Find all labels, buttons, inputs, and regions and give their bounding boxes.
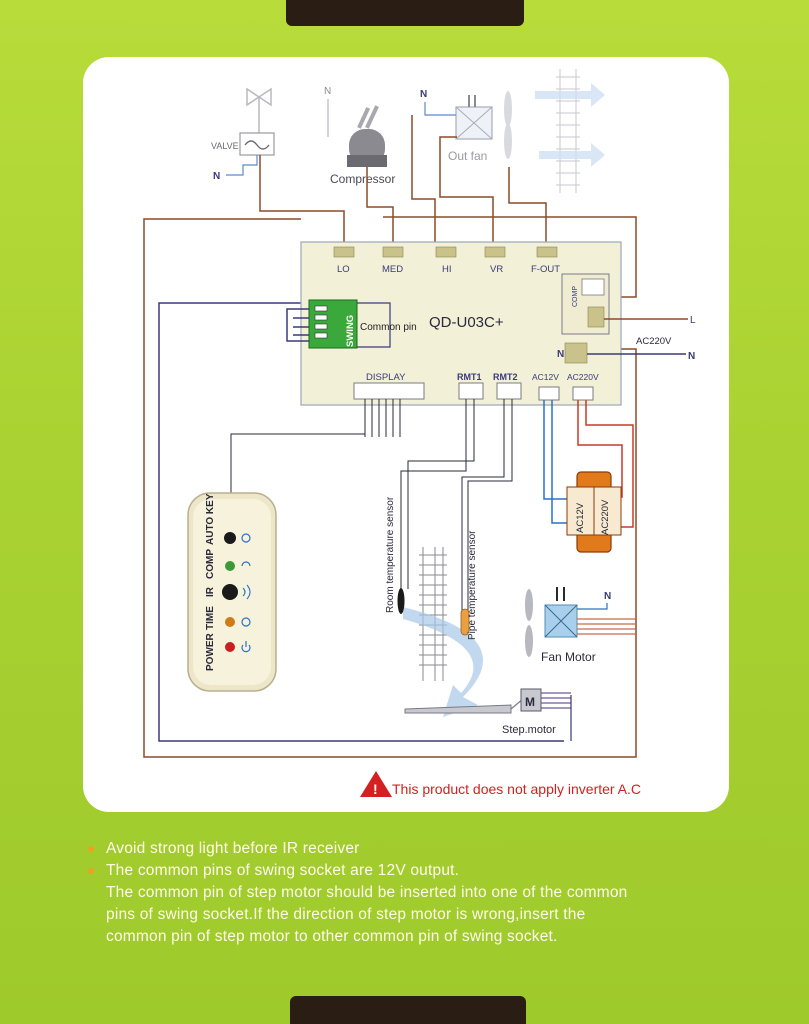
ir-icon: [242, 584, 251, 600]
airflow-arrow-bottom: [539, 143, 605, 167]
relay-label-vr: VR: [490, 264, 503, 275]
ac12v-connector: [538, 386, 560, 401]
ac12v-connector-label: AC12V: [532, 372, 559, 382]
airflow-arrow-top: [535, 83, 605, 107]
power-l-label: L: [690, 315, 696, 326]
comp-icon: [241, 561, 251, 567]
board-model-label: QD-U03C+: [429, 314, 504, 331]
fan-motor-label: Fan Motor: [541, 650, 596, 664]
transformer-ac12v-label: AC12V: [575, 502, 586, 533]
comp-label: COMP: [572, 286, 579, 307]
warning-icon: [360, 771, 392, 797]
ir-receiver: [222, 584, 238, 600]
display-label-comp: COMP: [205, 549, 216, 579]
wiring-diagram: VALVE N Compressor N Out fan N: [143, 69, 696, 797]
room-sensor-probe: [397, 588, 405, 614]
ac220v-connector: [572, 386, 594, 401]
display-connector-label: DISPLAY: [366, 372, 406, 383]
relay-label-hi: HI: [442, 264, 452, 275]
rmt2-connector: [496, 382, 522, 400]
condenser-coil-icon: [556, 69, 580, 193]
auto-key-button: [224, 532, 236, 544]
pipe-sensor-label: Pipe temperature sensor: [467, 530, 478, 640]
display-label-ir: IR: [205, 586, 216, 597]
common-pin-label: Common pin: [360, 322, 417, 333]
room-sensor-label: Room temperature sensor: [385, 496, 396, 613]
note-2-line-3: pins of swing socket.If the direction of…: [106, 906, 586, 923]
box-flap-bottom: [290, 996, 526, 1024]
valve-icon: [239, 87, 275, 156]
power-icon: [241, 641, 251, 653]
clock-icon: [241, 617, 251, 627]
relay-label-med: MED: [382, 264, 403, 275]
note-2-line-4: common pin of step motor to other common…: [106, 928, 558, 945]
display-label-auto-key: AUTO KEY: [205, 493, 216, 545]
out-fan-label: Out fan: [448, 149, 487, 163]
note-2-line-2: The common pin of step motor should be i…: [106, 884, 628, 901]
display-label-time: TIME: [205, 606, 216, 630]
transformer-ac220v-label: AC220V: [600, 499, 611, 535]
out-fan-icon: [455, 91, 512, 159]
out-fan-n-label: N: [420, 89, 427, 100]
relay-label-lo: LO: [337, 264, 350, 275]
time-led: [225, 617, 235, 627]
relay-label-f-out: F-OUT: [531, 264, 560, 275]
compressor-icon: [347, 105, 387, 167]
power-ac220v-label: AC220V: [636, 336, 672, 347]
compressor-n-label: N: [324, 86, 331, 97]
step-motor-label: Step.motor: [502, 724, 556, 736]
box-flap-top: [286, 0, 524, 26]
pipe-sensor-probe: [460, 608, 470, 636]
svg-text:!: !: [373, 781, 378, 797]
installation-notes: Avoid strong light before IR receiver Th…: [86, 838, 746, 948]
louver-blade: [404, 704, 512, 714]
n-terminal: [564, 342, 588, 364]
rmt1-connector: [458, 382, 484, 400]
board-n-label: N: [557, 349, 564, 360]
warning-text: This product does not apply inverter A.C: [392, 781, 641, 797]
rmt1-label: RMT1: [457, 372, 482, 382]
auto-icon: [241, 533, 251, 543]
bullet-icon: [88, 868, 94, 874]
valve-label: VALVE: [211, 141, 239, 151]
compressor-label: Compressor: [330, 172, 395, 186]
note-1: Avoid strong light before IR receiver: [86, 838, 746, 860]
relay-contacts: [333, 246, 558, 258]
fan-motor-n-label: N: [604, 591, 611, 602]
valve-n-label: N: [213, 171, 220, 182]
comp-led: [225, 561, 235, 571]
power-n-label: N: [688, 351, 695, 362]
swing-label: SWING: [345, 315, 356, 347]
power-led: [225, 642, 235, 652]
note-2: The common pins of swing socket are 12V …: [86, 860, 746, 882]
bullet-icon: [88, 846, 94, 852]
display-label-power: POWER: [205, 632, 216, 671]
diagram-panel: [83, 57, 729, 812]
step-motor-icon: [520, 688, 542, 712]
display-connector: [353, 382, 425, 400]
ac220v-connector-label: AC220V: [567, 372, 599, 382]
step-motor-m-label: M: [525, 695, 535, 709]
rmt2-label: RMT2: [493, 372, 518, 382]
evaporator-coil-icon: [419, 547, 447, 681]
fan-motor-icon: [525, 587, 578, 657]
